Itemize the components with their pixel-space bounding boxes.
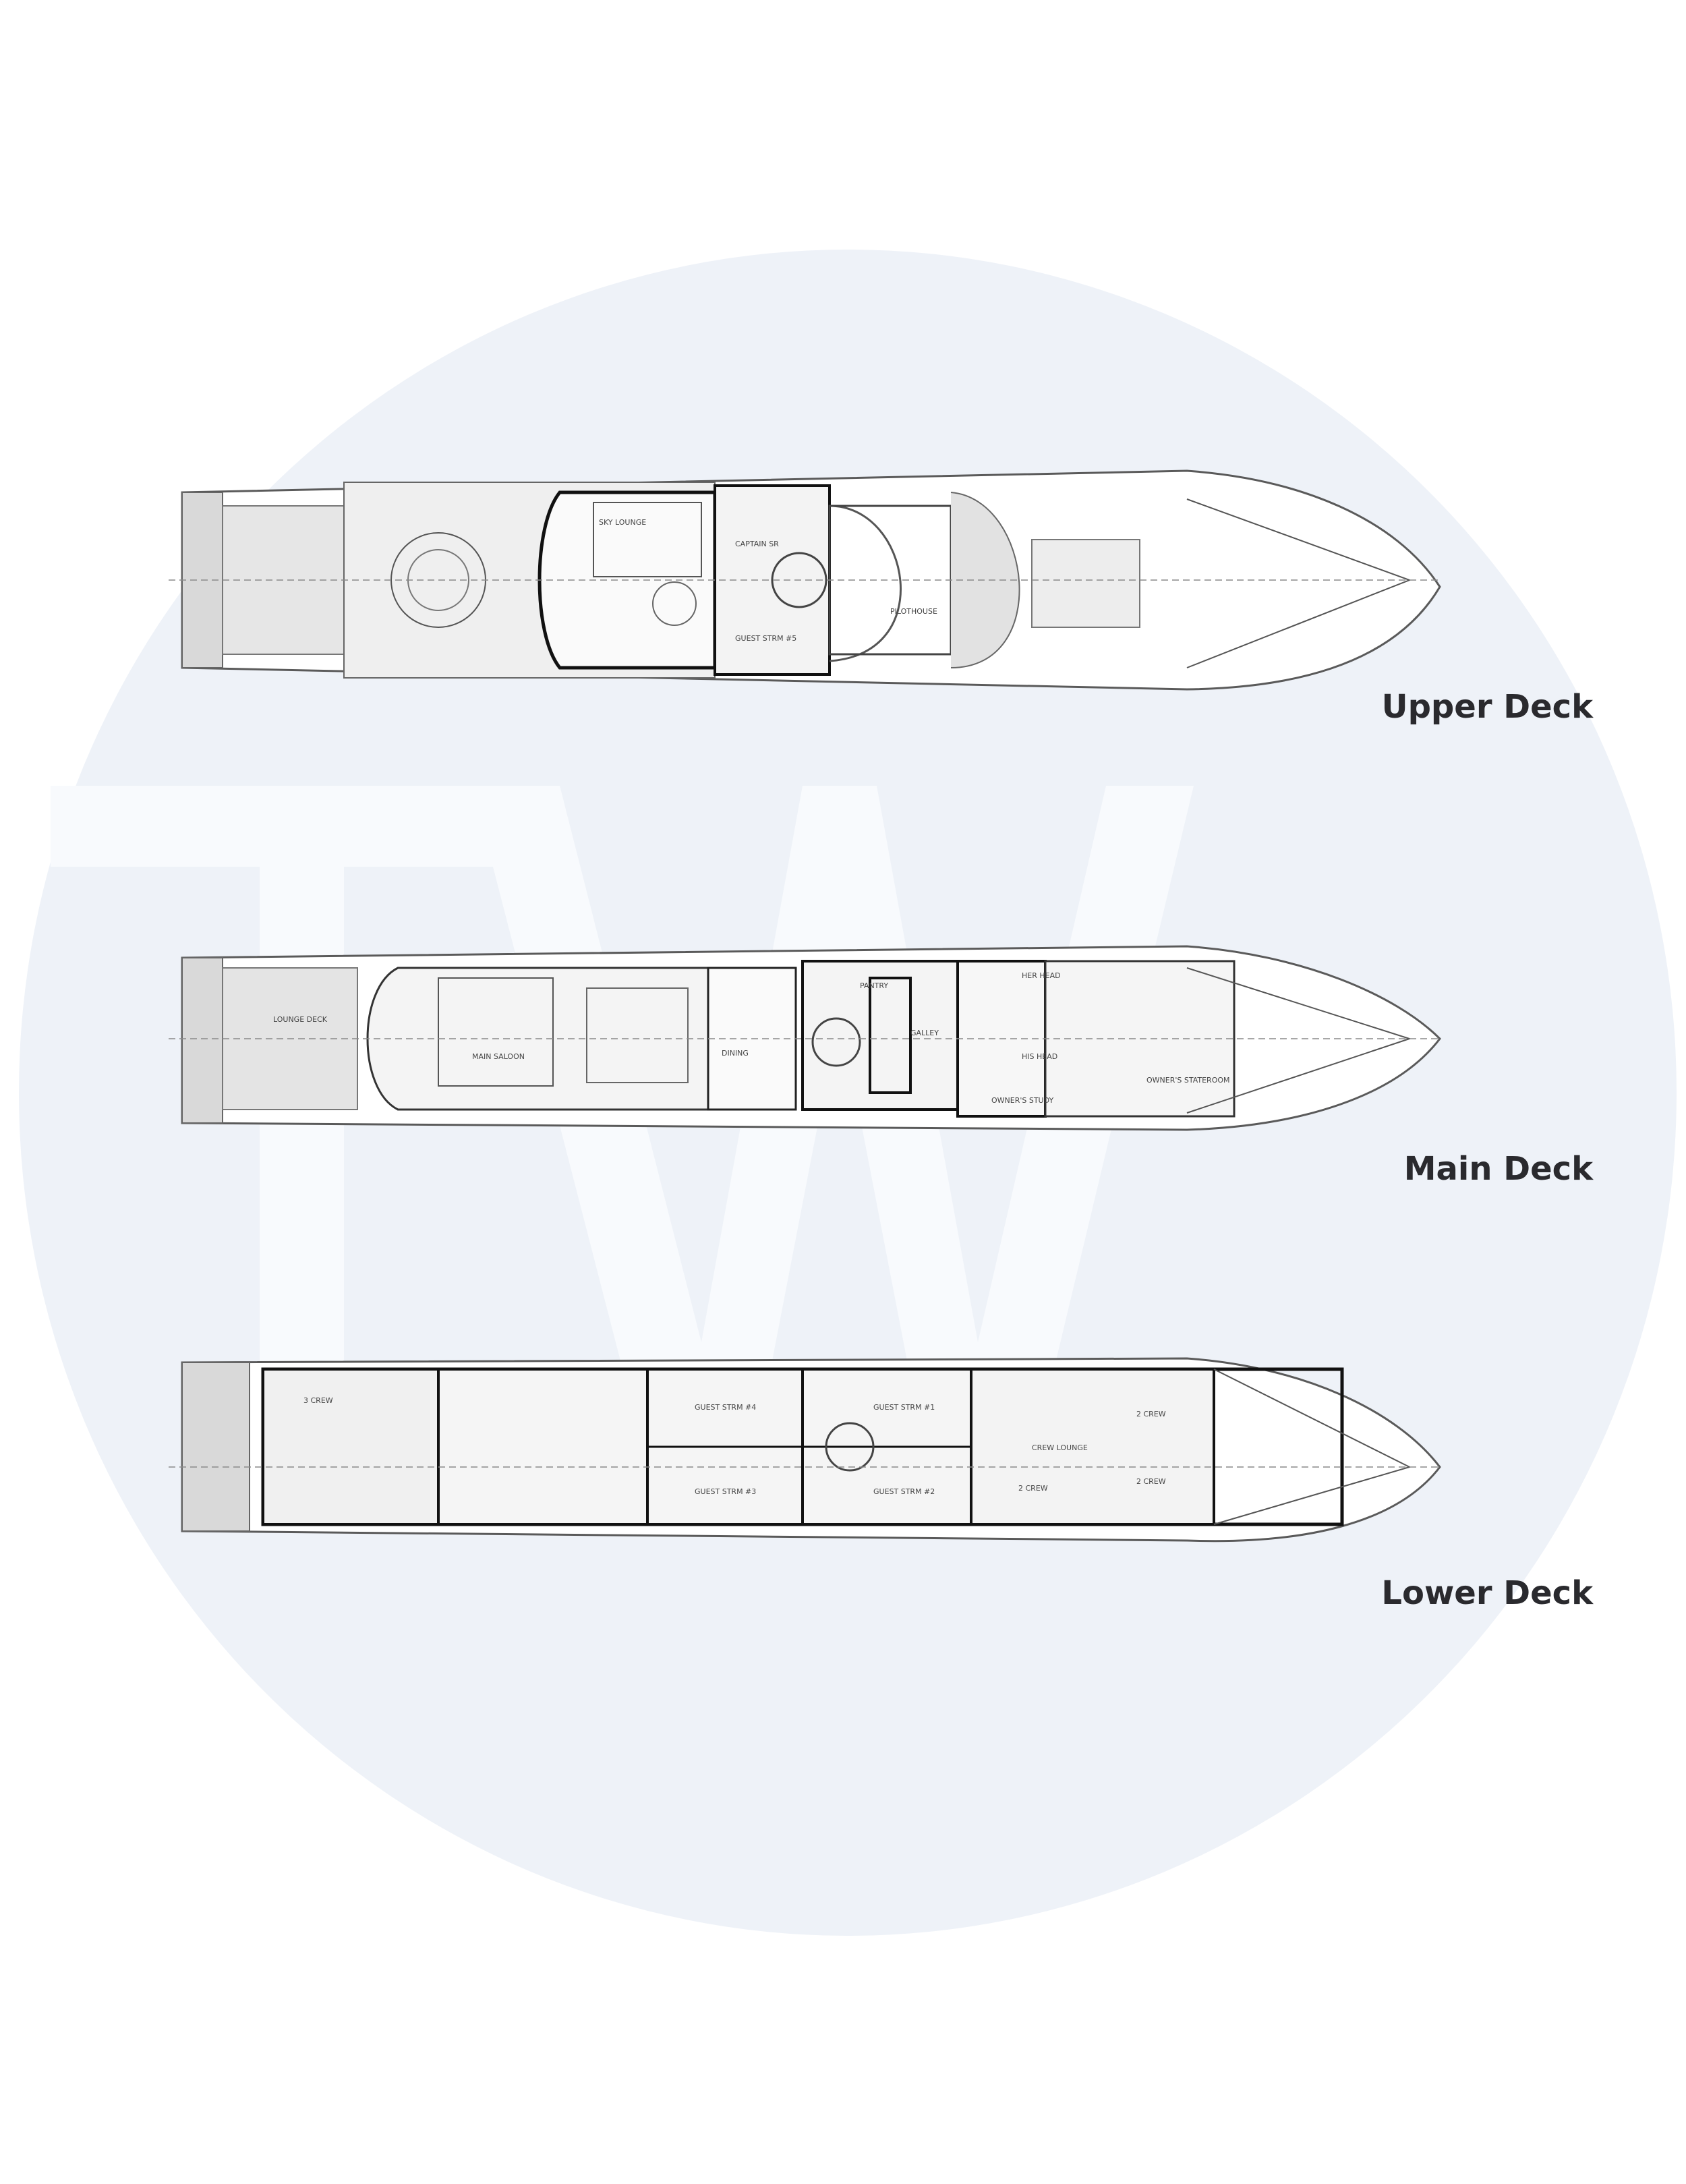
room-label: LOUNGE DECK [273, 1015, 328, 1024]
deck-label: Main Deck [1403, 1150, 1593, 1188]
room-label: 2 CREW [1136, 1410, 1166, 1418]
lower-deck-drawing: 3 CREW GUEST STRM #4 GUEST STRM #3 GUEST… [169, 1357, 1441, 1543]
upper-deck-drawing: SKY LOUNGE CAPTAIN SR GUEST STRM #5 PILO… [169, 469, 1441, 691]
room-label: GUEST STRM #3 [695, 1487, 756, 1496]
upper-deck-plan: SKY LOUNGE CAPTAIN SR GUEST STRM #5 PILO… [155, 465, 1450, 695]
room-label: 3 CREW [303, 1396, 333, 1405]
room-label: GUEST STRM #1 [873, 1403, 935, 1412]
room-label: 2 CREW [1136, 1477, 1166, 1486]
room-label: 2 CREW [1018, 1484, 1048, 1493]
room-label: SKY LOUNGE [599, 518, 646, 527]
main-deck-drawing: LOUNGE DECK MAIN SALOON DINING PANTRY GA… [169, 945, 1441, 1131]
deck-label: Lower Deck [1381, 1574, 1593, 1612]
room-label: HER HEAD [1022, 971, 1061, 980]
room-label: HIS HEAD [1022, 1052, 1057, 1061]
lower-deck-plan: 3 CREW GUEST STRM #4 GUEST STRM #3 GUEST… [155, 1349, 1450, 1545]
room-label: GALLEY [910, 1029, 939, 1037]
room-label: PILOTHOUSE [890, 607, 937, 616]
room-label: CAPTAIN SR [735, 540, 779, 548]
room-label: OWNER'S STUDY [991, 1096, 1053, 1105]
room-label: OWNER'S STATEROOM [1146, 1076, 1230, 1085]
room-label: CREW LOUNGE [1032, 1443, 1088, 1452]
room-label: GUEST STRM #5 [735, 634, 796, 643]
room-label: MAIN SALOON [472, 1052, 525, 1061]
room-label: DINING [722, 1049, 749, 1058]
deck-label: Upper Deck [1381, 688, 1593, 726]
room-label: PANTRY [860, 981, 888, 990]
main-deck-plan: LOUNGE DECK MAIN SALOON DINING PANTRY GA… [155, 941, 1450, 1137]
room-label: GUEST STRM #4 [695, 1403, 756, 1412]
room-label: GUEST STRM #2 [873, 1487, 935, 1496]
